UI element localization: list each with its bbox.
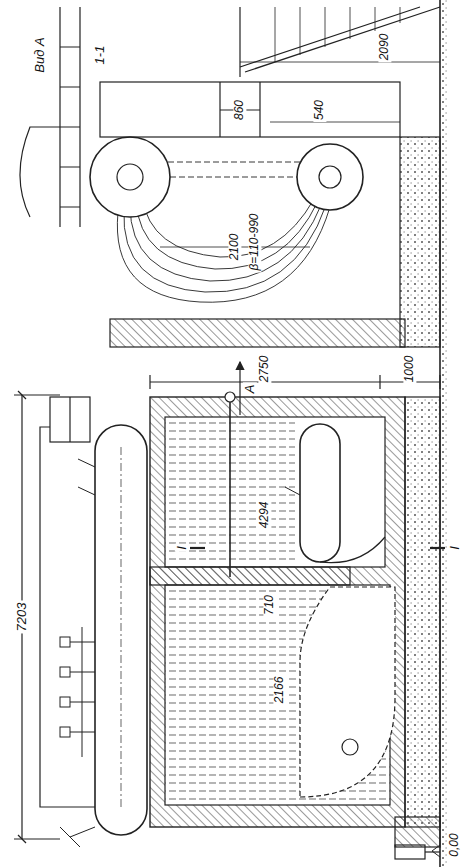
dimension-label: 2090 — [378, 32, 391, 63]
view-title: Вид А — [33, 35, 47, 74]
dimension-label: 1000 — [403, 354, 416, 385]
overall-dimension: 7203 — [15, 601, 29, 634]
dimension-label: 540 — [313, 98, 326, 122]
dimension-label: β=110-990 — [248, 211, 261, 272]
dimension-label: 710 — [263, 593, 276, 617]
dimension-label: 2750 — [258, 354, 271, 385]
dimension-label: 2100 — [228, 232, 241, 263]
section-mark: I — [448, 544, 462, 552]
level-mark: 0,00 — [448, 831, 461, 858]
view-arrow-label: A — [243, 383, 257, 396]
section-title: 1-1 — [93, 44, 107, 67]
dimension-label: 860 — [233, 98, 246, 122]
dimension-label: 2166 — [273, 675, 286, 706]
section-mark: I — [175, 544, 189, 552]
dimension-label: 4294 — [258, 500, 271, 531]
